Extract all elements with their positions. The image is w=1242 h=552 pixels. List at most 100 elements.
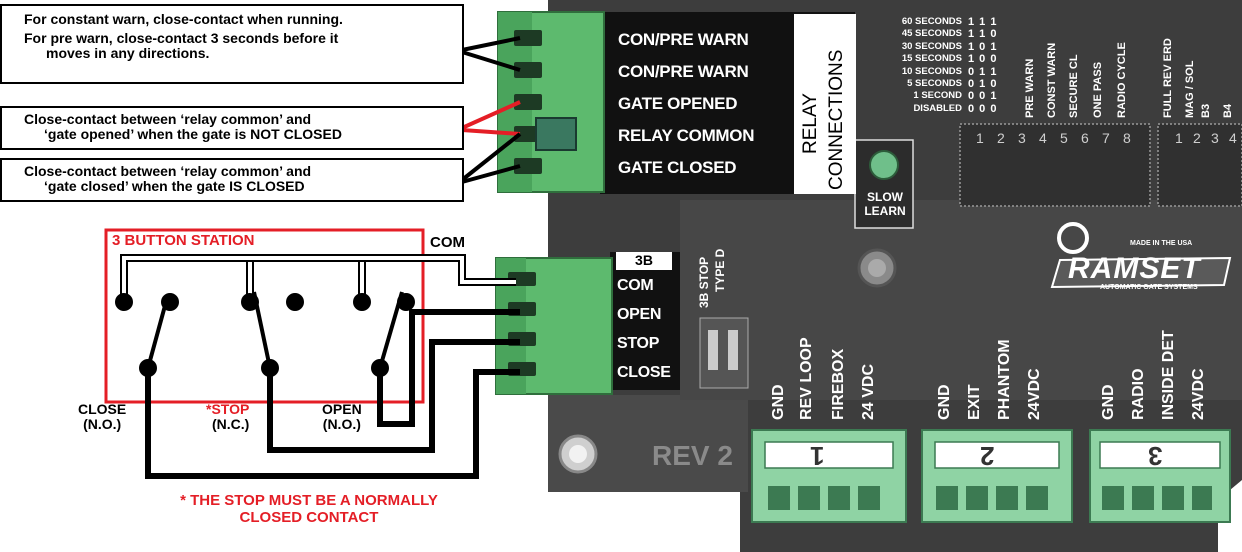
timer-label: 30 SECONDS	[901, 40, 962, 52]
timer-row: 1 SECOND 0 0 1	[864, 90, 1024, 102]
b3-terminal-label: STOP	[617, 335, 660, 352]
dip-switch-number: 8	[1123, 130, 1131, 146]
open-label-2: (N.O.)	[322, 416, 361, 432]
relay-terminal-label: GATE OPENED	[618, 94, 738, 113]
ramset-logo	[1050, 222, 1232, 289]
dip-switch-number: 4	[1039, 130, 1047, 146]
stop-button-label: *STOP (N.C.)	[206, 402, 249, 432]
timer-label: 10 SECONDS	[901, 65, 962, 77]
dip-function-label: RADIO CYCLE	[1116, 42, 1128, 118]
relay-terminal-label: GATE CLOSED	[618, 158, 737, 177]
b3-terminal-label: COM	[617, 277, 654, 294]
note-pre-warn-2: moves in any directions.	[46, 45, 210, 61]
brand-tagline: AUTOMATIC GATE SYSTEMS	[1100, 284, 1198, 291]
note-constant-warn: For constant warn, close-contact when ru…	[24, 11, 343, 27]
stop-footnote: * THE STOP MUST BE A NORMALLY CLOSED CON…	[150, 492, 468, 526]
dip-switch-number: 7	[1102, 130, 1110, 146]
dip-switch-number: 1	[976, 130, 984, 146]
dip-switch-number: 4	[1229, 130, 1237, 146]
timer-label: 45 SECONDS	[901, 28, 962, 40]
footnote-line2: CLOSED CONTACT	[239, 509, 379, 526]
rev-label: REV 2	[652, 440, 733, 471]
b3-stop-label-1: 3B STOP	[697, 256, 711, 308]
dip-switch-8-block	[959, 123, 1151, 207]
dip-function-label: PRE WARN	[1024, 58, 1036, 118]
connector-pin-label: REV LOOP	[798, 337, 815, 420]
timer-bits: 0 0 1	[968, 90, 998, 103]
brand-name: RAMSET	[1068, 252, 1201, 285]
dip-function-label: MAG / SOL	[1184, 60, 1196, 118]
dip-function-label: FULL REV ERD	[1162, 38, 1174, 118]
timer-row: 45 SECONDS 1 1 0	[864, 28, 1024, 40]
b3-header: 3B	[635, 252, 653, 268]
dip-switch-number: 6	[1081, 130, 1089, 146]
b3-panel	[610, 252, 680, 390]
dip-switch-number: 5	[1060, 130, 1068, 146]
dip-function-label: B4	[1222, 103, 1234, 118]
button-station-outline	[104, 228, 425, 404]
timer-bits: 1 0 0	[968, 53, 998, 66]
connector-pin-label: GND	[770, 384, 787, 420]
open-label-1: OPEN	[322, 401, 362, 417]
connector-pin-label: 24VDC	[1026, 368, 1043, 420]
com-label: COM	[430, 234, 465, 251]
b3-terminal-label: CLOSE	[617, 364, 671, 381]
timer-bits: 1 1 1	[968, 16, 998, 28]
close-label-1: CLOSE	[78, 401, 127, 417]
connector-number: 3	[1148, 441, 1163, 471]
connector-1-graphic	[751, 429, 907, 523]
stop-label-1-text: *STOP	[206, 401, 250, 417]
dip-switch-number: 3	[1211, 130, 1219, 146]
connector-number: 1	[810, 441, 825, 471]
timer-label: 60 SECONDS	[901, 16, 962, 27]
button-station-title: 3 BUTTON STATION	[112, 232, 255, 249]
timer-row: DISABLED 0 0 0	[864, 103, 1024, 115]
relay-terminal-label: CON/PRE WARN	[618, 62, 749, 81]
connector-pin-label: 24VDC	[1190, 368, 1207, 420]
dip-switch-number: 1	[1175, 130, 1183, 146]
note-gate-closed-1: Close-contact between ‘relay common’ and	[24, 163, 312, 179]
connector-pin-label: FIREBOX	[830, 348, 847, 420]
timer-row: 10 SECONDS 0 1 1	[864, 66, 1024, 78]
slow-learn-button[interactable]: SLOW LEARN	[856, 190, 914, 218]
connector-pin-label: EXIT	[966, 384, 983, 420]
dip-switch-number: 3	[1018, 130, 1026, 146]
dip-function-label: CONST WARN	[1046, 42, 1058, 118]
relay-terminal-label: RELAY COMMON	[618, 126, 755, 145]
slow-learn-line2: LEARN	[864, 204, 906, 218]
connector-3-graphic	[1089, 429, 1231, 523]
note-gate-opened-2: ‘gate opened’ when the gate is NOT CLOSE…	[44, 126, 342, 142]
note-gate-closed-2: ‘gate closed’ when the gate IS CLOSED	[44, 178, 305, 194]
relay-title-line2: CONNECTIONS	[826, 49, 847, 190]
connector-number: 2	[980, 441, 995, 471]
slow-learn-led	[869, 150, 899, 180]
timer-bits: 0 1 1	[968, 65, 998, 78]
connector-pin-label: GND	[1100, 384, 1117, 420]
timer-bits: 1 1 0	[968, 28, 998, 41]
b3-stop-label-2: TYPE D	[713, 248, 727, 292]
stop-label-2: (N.C.)	[212, 416, 250, 432]
timer-bits: 1 0 1	[968, 40, 998, 53]
dip-function-label: SECURE CL	[1068, 54, 1080, 118]
close-button-label: CLOSE (N.O.)	[78, 402, 126, 432]
connector-pin-label: RADIO	[1130, 368, 1147, 420]
timer-label: 5 SECONDS	[907, 78, 962, 89]
dip-switch-4-block	[1157, 123, 1242, 207]
timer-label: DISABLED	[913, 102, 962, 114]
open-button-label: OPEN (N.O.)	[322, 402, 362, 432]
stop-label-1: *STOP	[206, 402, 249, 417]
relay-title-box	[794, 14, 856, 194]
timer-bits: 0 0 0	[968, 102, 998, 115]
relay-terminal-label: CON/PRE WARN	[618, 30, 749, 49]
timer-label: 1 SECOND	[913, 90, 962, 102]
note-warn: For constant warn, close-contact when ru…	[0, 4, 464, 84]
relay-title-line1: RELAY	[800, 93, 821, 154]
connector-pin-label: INSIDE DET	[1160, 330, 1177, 420]
timer-row: 60 SECONDS 1 1 1	[864, 16, 1024, 28]
dip-function-label: ONE PASS	[1092, 61, 1104, 118]
note-gate-opened: Close-contact between ‘relay common’ and…	[0, 106, 464, 150]
footnote-line1: * THE STOP MUST BE A NORMALLY	[180, 492, 438, 509]
